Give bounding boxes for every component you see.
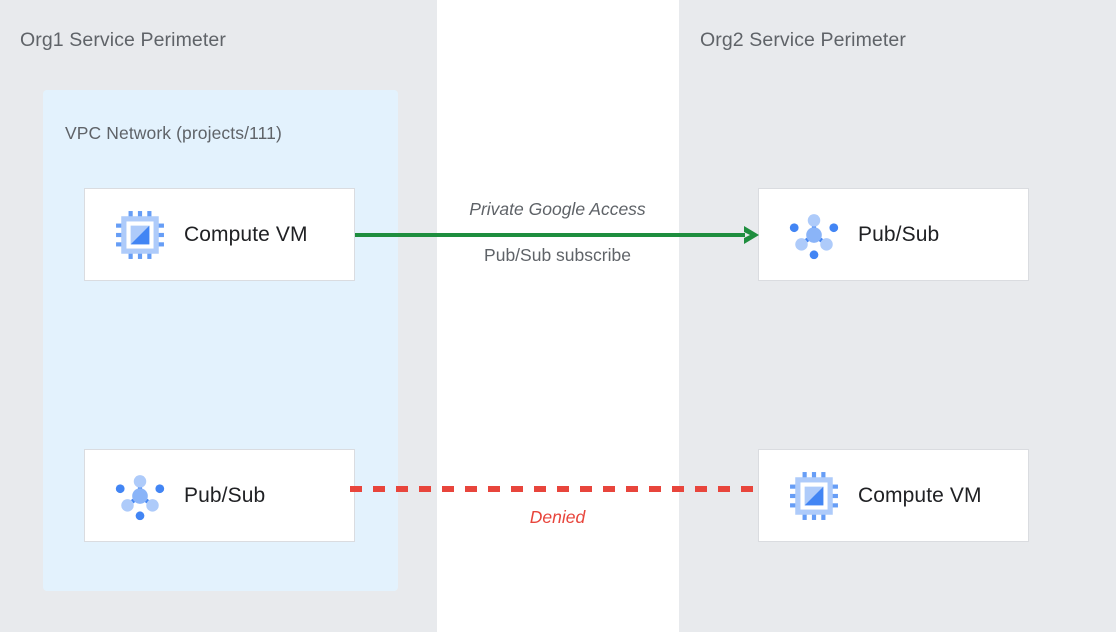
connector-label-denied: Denied <box>529 507 586 527</box>
compute-vm-icon <box>116 210 164 259</box>
resource-card-pubsub-right[interactable]: Pub/Sub <box>758 188 1029 281</box>
resource-card-pubsub-left[interactable]: Pub/Sub <box>84 449 355 542</box>
resource-card-pubsub-left-label: Pub/Sub <box>184 483 266 507</box>
pubsub-icon <box>115 474 165 520</box>
group-vpc-network-title: VPC Network (projects/111) <box>65 123 282 143</box>
resource-card-pubsub-right-label: Pub/Sub <box>858 222 940 246</box>
resource-card-compute-vm-left-label: Compute VM <box>184 222 308 246</box>
connector-label-private-google-access: Private Google Access <box>469 199 646 219</box>
connector-denied-flow <box>350 486 762 492</box>
resource-card-compute-vm-right-label: Compute VM <box>858 483 982 507</box>
perimeter-org2-title: Org2 Service Perimeter <box>700 29 906 51</box>
pubsub-icon <box>789 213 839 259</box>
connector-allowed-flow <box>355 226 759 244</box>
compute-vm-icon <box>790 471 838 520</box>
resource-card-compute-vm-left[interactable]: Compute VM <box>84 188 355 281</box>
resource-card-compute-vm-right[interactable]: Compute VM <box>758 449 1029 542</box>
perimeter-org1-title: Org1 Service Perimeter <box>20 29 226 51</box>
connector-label-pubsub-subscribe: Pub/Sub subscribe <box>484 245 631 265</box>
